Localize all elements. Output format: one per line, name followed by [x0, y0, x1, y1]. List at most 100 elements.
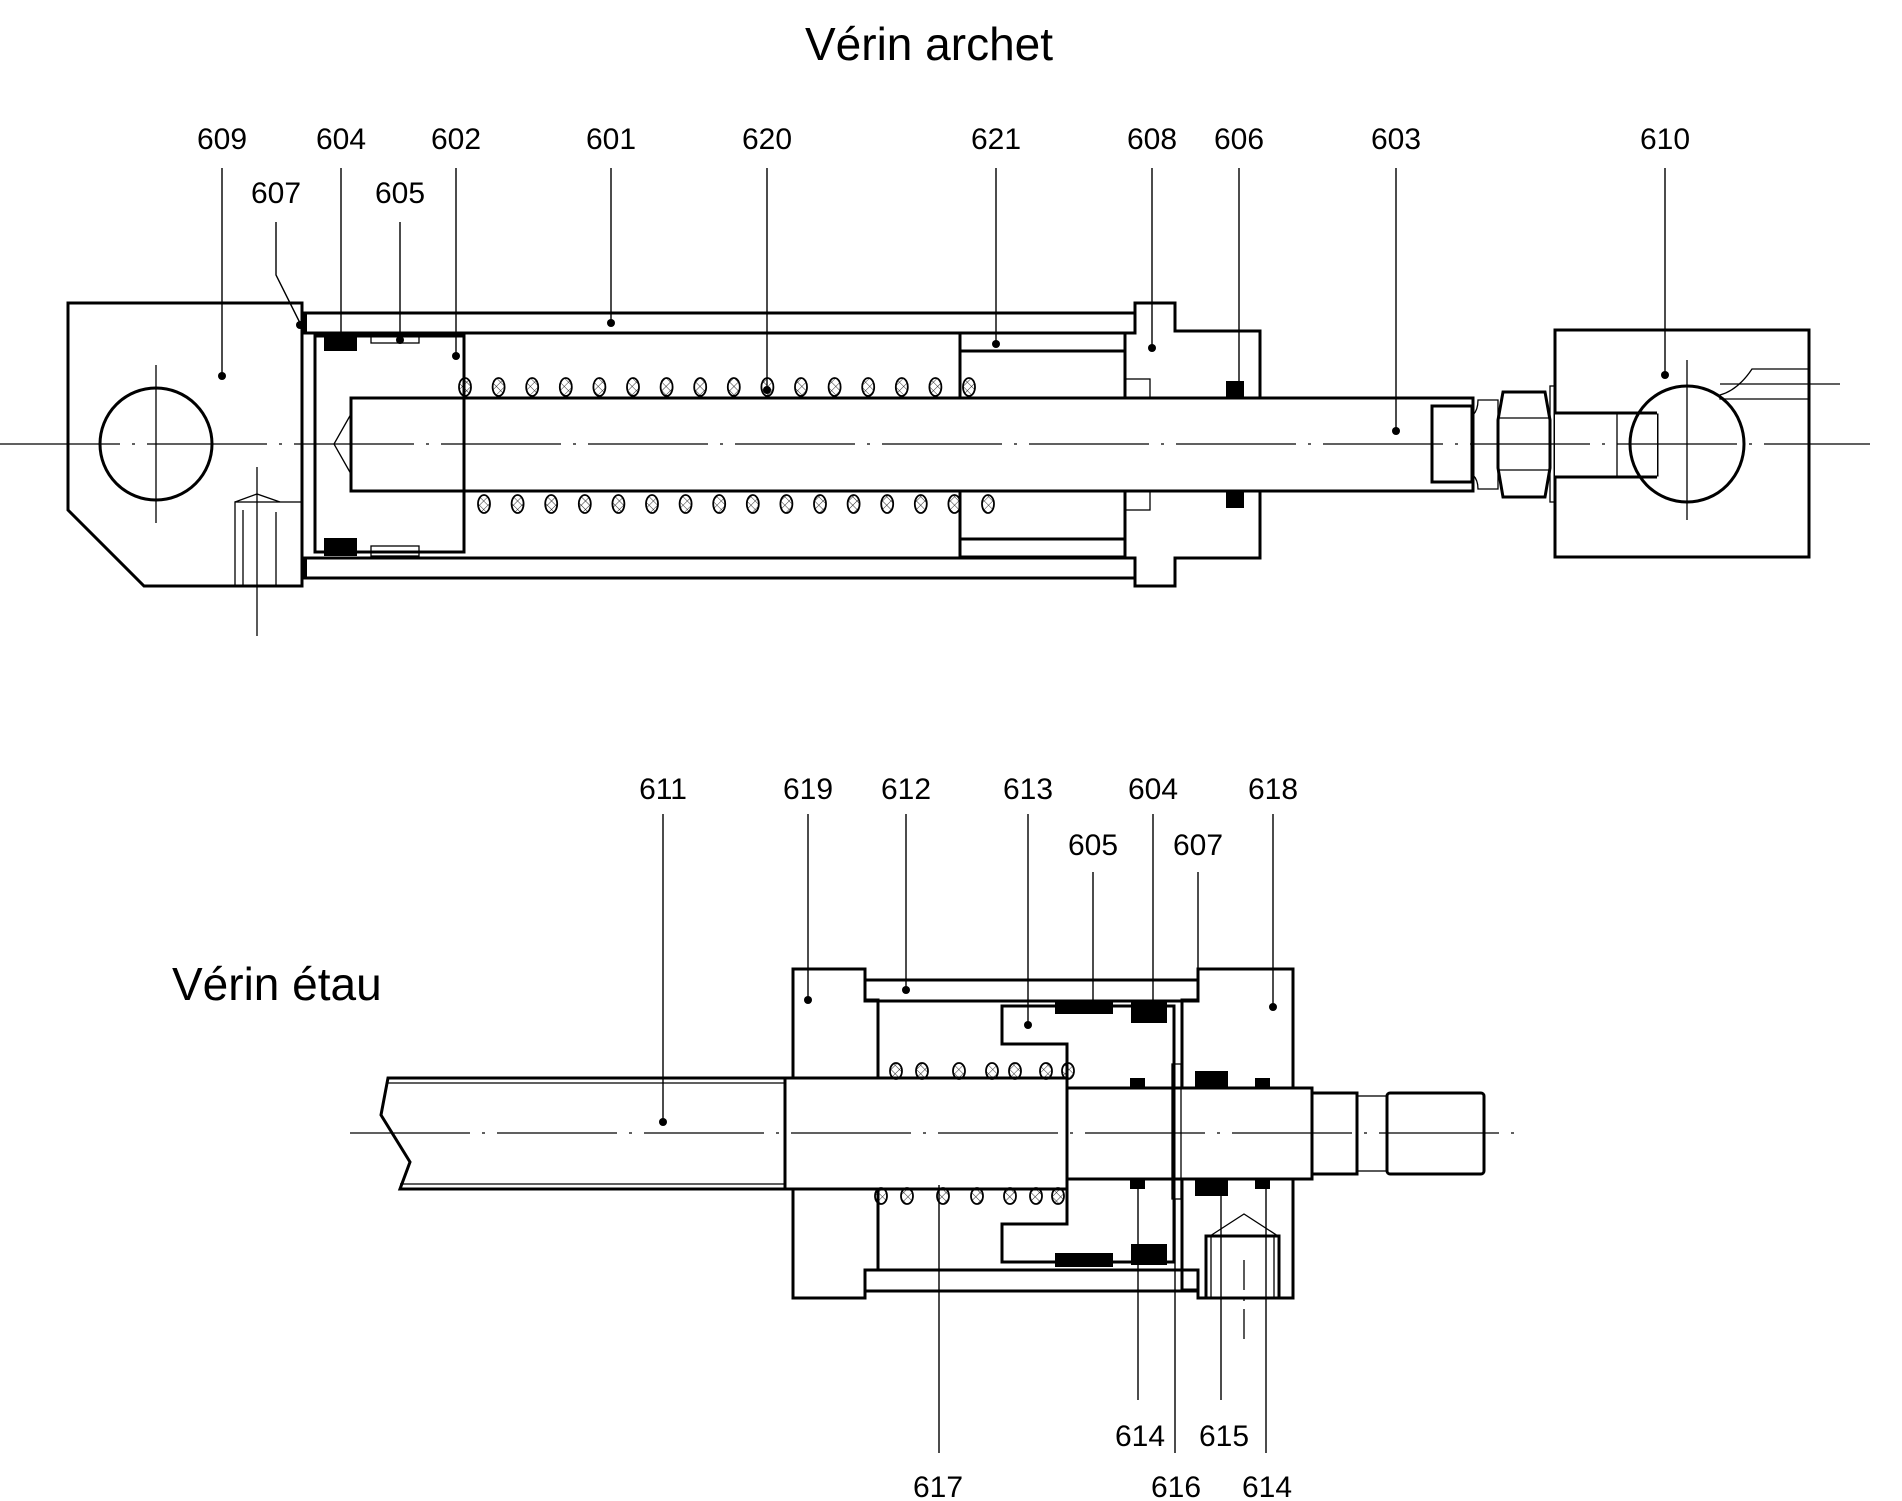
part-605-guide-top — [370, 332, 420, 344]
label-609: 609 — [197, 123, 247, 156]
part-604-seal-bottom — [324, 538, 357, 556]
part-604-seal-top — [324, 333, 357, 351]
label-604: 604 — [316, 123, 366, 156]
labels-verin-archet: 609 604 602 601 620 621 608 606 603 610 … — [197, 123, 1690, 435]
spring-coil — [592, 377, 607, 397]
part-616-plate — [1171, 1063, 1182, 1200]
spring-coil — [913, 494, 928, 514]
spring-coil — [779, 494, 794, 514]
label-616: 616 — [1151, 1471, 1201, 1501]
part-621-spacer-bottom — [958, 537, 1127, 559]
spring-coil — [525, 377, 540, 397]
spring-coil — [611, 494, 626, 514]
part-605-guide-bottom — [1055, 1253, 1113, 1267]
title-verin-archet: Vérin archet — [805, 18, 1053, 70]
part-608-head-bottom — [1123, 489, 1262, 588]
part-604-seal-bottom — [1131, 1244, 1167, 1265]
label-618: 618 — [1248, 773, 1298, 806]
label-621: 621 — [971, 123, 1021, 156]
part-609-end-cap — [66, 301, 304, 588]
label-603: 603 — [1371, 123, 1421, 156]
spring-coil — [458, 377, 472, 397]
spring-coil — [813, 494, 827, 514]
label-602: 602 — [431, 123, 481, 156]
spring-coil — [544, 494, 559, 514]
spring-coil — [970, 1187, 984, 1205]
part-605-guide-top — [1055, 1000, 1113, 1014]
label-608: 608 — [1127, 123, 1177, 156]
spring-coil — [794, 377, 808, 397]
spring-coil — [952, 1062, 966, 1080]
part-601-tube-bottom — [303, 556, 1137, 580]
part-607-seal-top — [302, 313, 307, 333]
part-615-seal-bottom — [1195, 1179, 1228, 1196]
label-605: 605 — [1068, 829, 1118, 862]
spring-coil — [693, 377, 708, 397]
spring-coil — [985, 1062, 999, 1080]
label-607: 607 — [251, 177, 301, 210]
part-614-seal-b-top — [1255, 1078, 1270, 1088]
spring-coil — [678, 494, 693, 514]
spring-coil — [827, 377, 842, 397]
spring-coil — [846, 494, 861, 514]
part-605-guide-bottom — [370, 545, 420, 557]
spring-coil — [645, 494, 659, 514]
part-610-clevis — [1553, 328, 1811, 559]
spring-coil — [491, 377, 506, 397]
part-612-tube-top — [863, 978, 1200, 1003]
spring-coil — [1008, 1062, 1022, 1080]
spring-coil — [745, 494, 760, 514]
part-607-seal-bottom — [302, 558, 307, 578]
spring-coil — [1003, 1187, 1017, 1205]
spring-coil — [659, 377, 674, 397]
spring-coil — [577, 494, 592, 514]
part-621-spacer-top — [958, 331, 1127, 353]
label-606: 606 — [1214, 123, 1264, 156]
label-613: 613 — [1003, 773, 1053, 806]
label-610: 610 — [1640, 123, 1690, 156]
spring-coil — [1029, 1187, 1043, 1205]
spring-coil — [894, 377, 909, 397]
nut — [1496, 390, 1552, 499]
spring-coil — [936, 1187, 950, 1205]
part-602-piston — [313, 334, 466, 554]
label-605: 605 — [375, 177, 425, 210]
spring-coil — [626, 377, 640, 397]
spring-coil — [510, 494, 525, 514]
label-614-a: 614 — [1115, 1420, 1165, 1453]
label-619: 619 — [783, 773, 833, 806]
part-614-seal-a-top — [1130, 1078, 1145, 1088]
part-614-seal-b-bottom — [1255, 1179, 1270, 1189]
verin-etau-drawing — [350, 967, 1520, 1340]
spring-coil — [874, 1187, 888, 1205]
spring-coil — [558, 377, 573, 397]
label-620: 620 — [742, 123, 792, 156]
label-612: 612 — [881, 773, 931, 806]
spring-coil — [880, 494, 895, 514]
verin-archet-drawing — [0, 301, 1870, 636]
part-615-seal-top — [1195, 1071, 1228, 1088]
spring-coil — [1051, 1187, 1065, 1205]
spring-coil — [915, 1062, 929, 1080]
spring-coil — [861, 377, 876, 397]
label-615: 615 — [1199, 1420, 1249, 1453]
label-617: 617 — [913, 1471, 963, 1501]
part-617-spring — [874, 1062, 1075, 1205]
part-601-tube-top — [303, 311, 1137, 335]
spring-coil — [477, 494, 491, 514]
spring-coil — [900, 1187, 914, 1205]
label-604: 604 — [1128, 773, 1178, 806]
spring-coil — [726, 377, 741, 397]
spring-coil — [962, 377, 976, 397]
part-608-head-top — [1123, 301, 1262, 400]
spring-coil — [981, 494, 995, 514]
part-612-tube-bottom — [863, 1268, 1200, 1293]
label-607: 607 — [1173, 829, 1223, 862]
spring-coil — [1039, 1062, 1053, 1080]
part-606-seal-top — [1226, 381, 1244, 398]
part-604-seal-top — [1131, 1002, 1167, 1023]
part-614-seal-a-bottom — [1130, 1179, 1145, 1189]
spring-coil — [928, 377, 943, 397]
port-plug — [1204, 1234, 1281, 1300]
